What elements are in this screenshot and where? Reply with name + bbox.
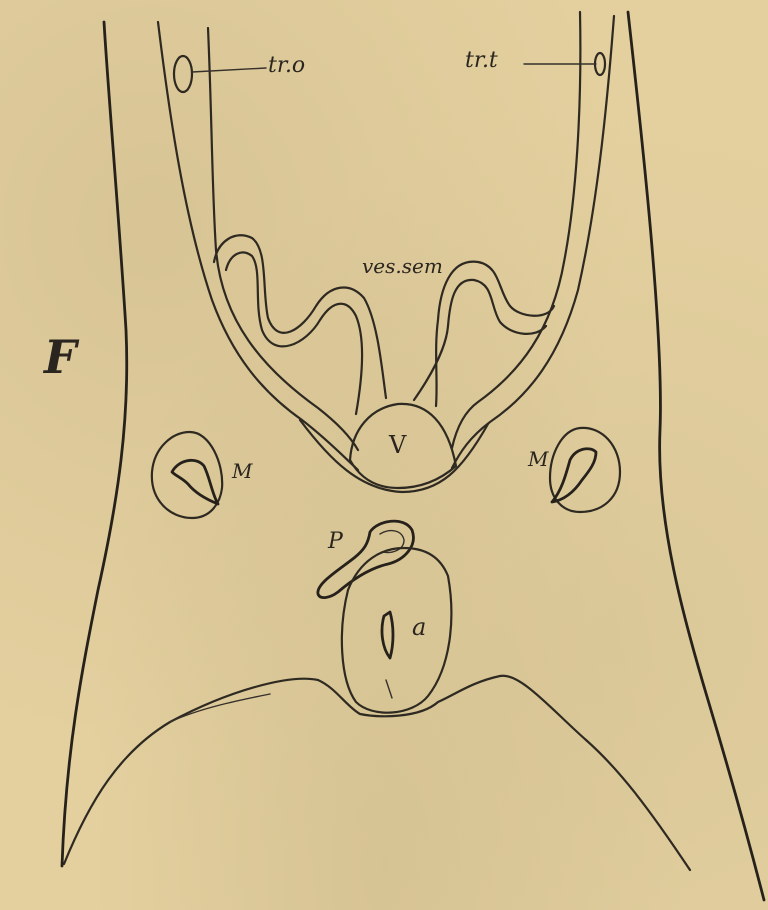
- m-left-outline: [152, 432, 222, 518]
- inner-duct-right-outer: [452, 16, 614, 468]
- tro-opening: [174, 56, 192, 92]
- vessem-tube-right-inner: [414, 280, 546, 400]
- outer-body-wall-right: [628, 12, 764, 900]
- label-p: P: [328, 531, 343, 553]
- vessem-tube-right-outer: [436, 262, 554, 406]
- label-tr-t: tr.t: [465, 50, 498, 72]
- label-tr-o: tr.o: [268, 55, 305, 77]
- lower-body-contour: [64, 676, 690, 870]
- label-m-right: M: [528, 449, 548, 469]
- tro-leader: [192, 68, 266, 72]
- inner-duct-right-inner: [452, 12, 580, 448]
- anal-slit: [382, 612, 393, 658]
- vessem-tube-left-outer: [214, 235, 386, 398]
- outer-body-wall-left: [62, 22, 127, 866]
- figure-letter: F: [44, 334, 77, 380]
- inner-duct-left-inner: [208, 28, 358, 450]
- label-m-left: M: [232, 461, 252, 481]
- anal-mark: [386, 680, 392, 698]
- m-right-hook: [552, 449, 596, 502]
- label-v: V: [389, 433, 406, 457]
- label-ves-sem: ves.sem: [362, 256, 443, 276]
- label-a: a: [412, 615, 426, 639]
- m-left-hook: [172, 460, 218, 504]
- anal-lobe: [342, 548, 451, 713]
